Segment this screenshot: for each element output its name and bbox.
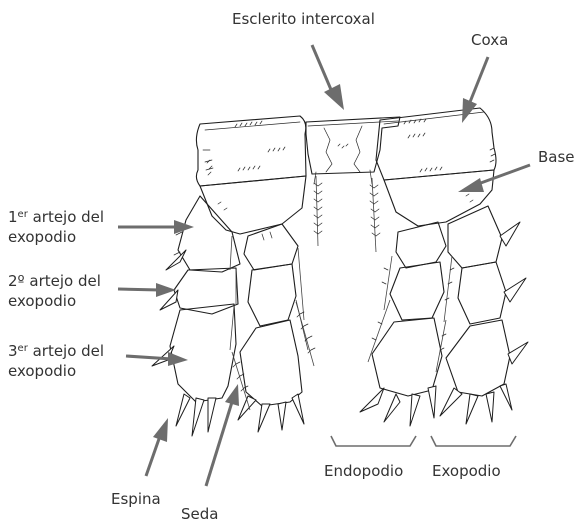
right-endopod-shape	[360, 222, 446, 426]
label-art3-line1: 3er artejo del	[8, 341, 104, 361]
label-seda: Seda	[181, 504, 218, 524]
label-art1-sup: er	[18, 209, 28, 220]
label-exopodio: Exopodio	[432, 461, 501, 481]
setae-fringes	[232, 176, 380, 410]
coxa-left-shape	[196, 116, 306, 186]
bracket-exopodio	[431, 436, 516, 446]
label-endopodio: Endopodio	[324, 461, 403, 481]
basis-left-shape	[200, 176, 306, 234]
basis-right-shape	[384, 170, 494, 226]
intercoxal-sclerite-shape	[306, 117, 400, 184]
bracket-endopodio	[331, 436, 416, 446]
coxa-right-shape	[376, 108, 496, 180]
arrow-art2	[118, 283, 176, 297]
label-art1-line1: 1er artejo del	[8, 207, 104, 227]
label-art3-rest: artejo del	[28, 342, 104, 360]
label-art1-line2: exopodio	[8, 227, 76, 247]
label-art2-line1: 2º artejo del	[8, 271, 101, 291]
left-endopod-shape	[238, 224, 308, 432]
arrow-espina	[146, 418, 168, 476]
label-art1-ordinal: 1	[8, 208, 18, 226]
label-espina: Espina	[111, 489, 161, 509]
label-art3-sup: er	[18, 343, 28, 354]
label-art2-line2: exopodio	[8, 291, 76, 311]
arrow-esclerito	[312, 45, 344, 110]
label-art3-line2: exopodio	[8, 361, 76, 381]
label-art3-ordinal: 3	[8, 342, 18, 360]
label-base: Base	[538, 147, 575, 167]
label-art1-rest: artejo del	[28, 208, 104, 226]
right-exopod-shape	[436, 206, 528, 424]
label-coxa: Coxa	[471, 30, 508, 50]
label-esclerito-intercoxal: Esclerito intercoxal	[232, 9, 375, 29]
